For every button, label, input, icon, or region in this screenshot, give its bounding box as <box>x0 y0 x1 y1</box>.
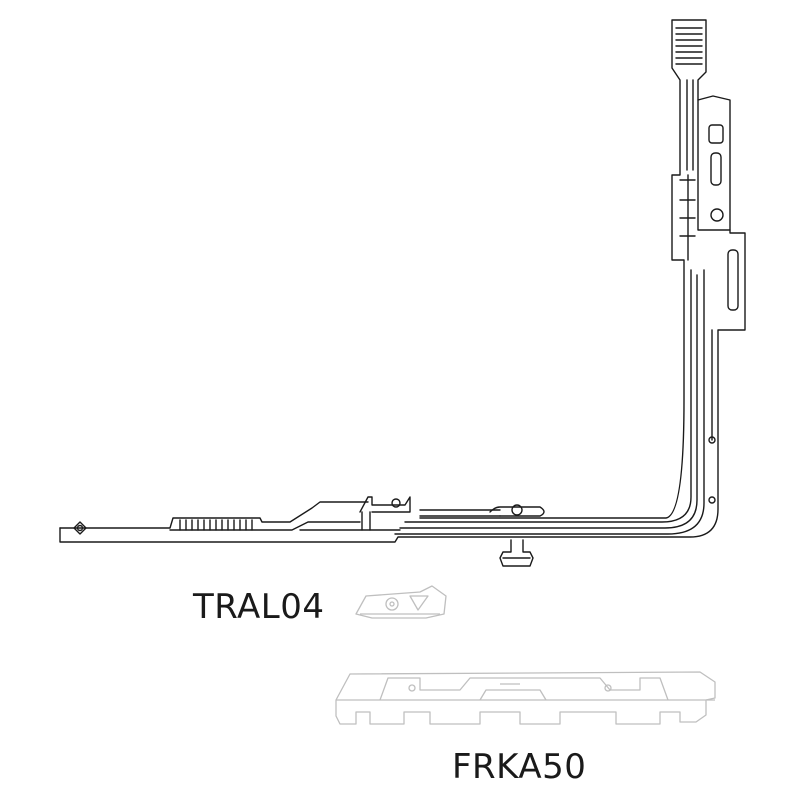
frka50-part-icon <box>335 671 716 725</box>
frka50-label: FRKA50 <box>452 747 587 787</box>
tral04-label: TRAL04 <box>193 587 325 627</box>
corner-drive-hardware-icon <box>59 19 746 567</box>
tral04-part-icon <box>355 585 447 619</box>
